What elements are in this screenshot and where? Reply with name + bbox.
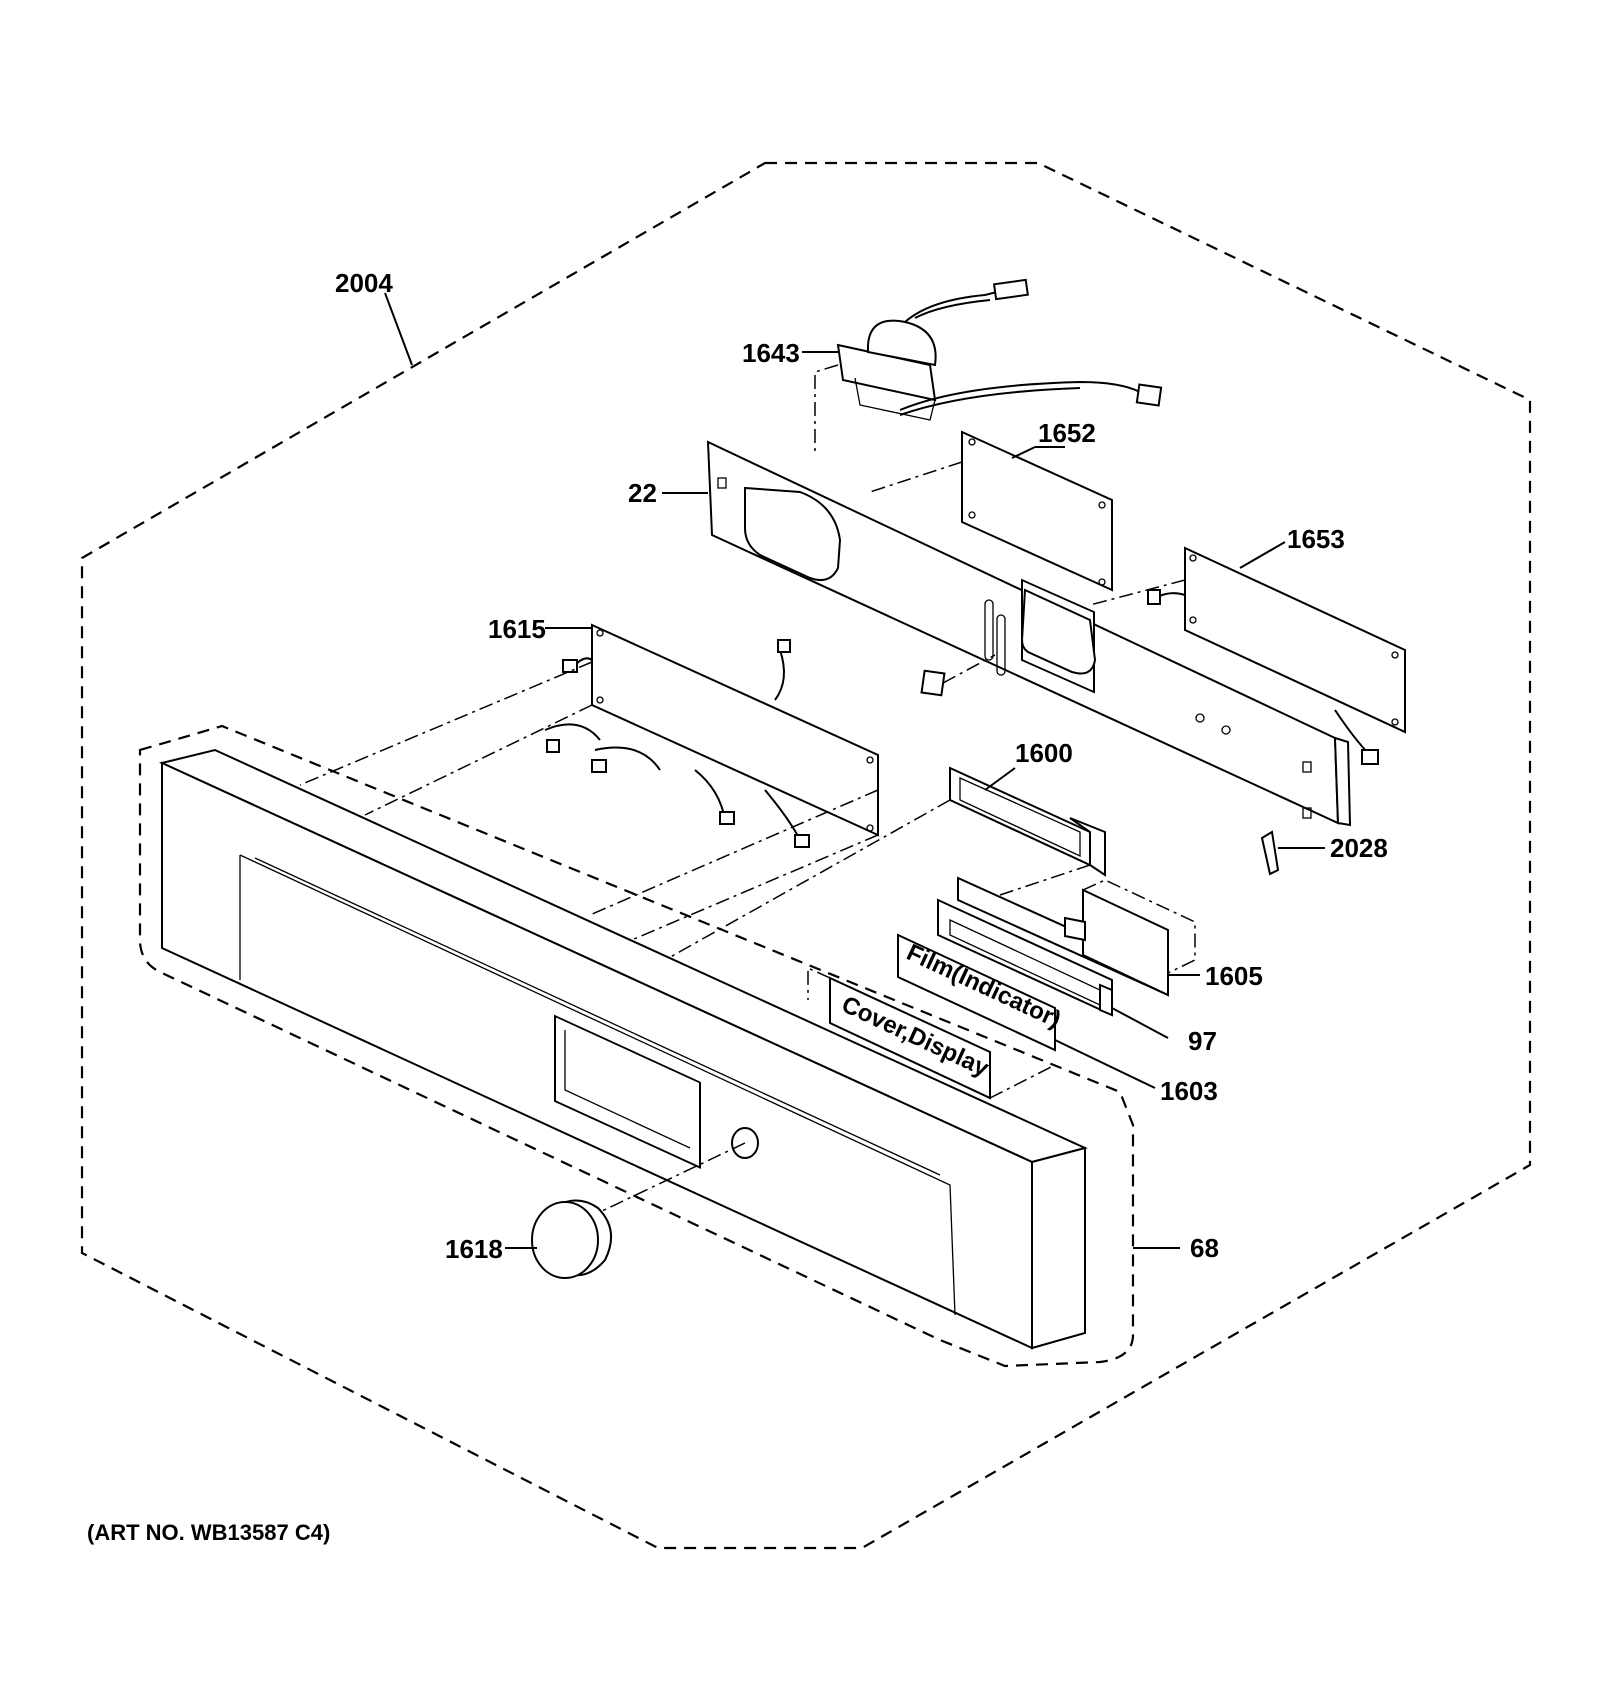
button-frame-97 [937,898,1113,1017]
callouts: 2004 1643 1652 22 1653 1615 1600 2028 16… [335,268,1388,1264]
callout-1652: 1652 [1038,418,1096,448]
callout-97: 97 [1188,1026,1217,1056]
knob-1618 [531,1199,613,1279]
assembly-boundary-2004 [80,161,1532,1550]
board-1615 [299,623,879,946]
callout-1600: 1600 [1015,738,1073,768]
bracket-22 [706,440,1352,827]
callout-1615: 1615 [488,614,546,644]
callout-1643: 1643 [742,338,800,368]
board-1652 [869,430,1113,592]
callout-22: 22 [628,478,657,508]
callout-1603: 1603 [1160,1076,1218,1106]
board-1605 [957,876,1196,997]
board-1653 [1089,546,1406,765]
display-1600 [664,766,1106,961]
callout-2028: 2028 [1330,833,1388,863]
assembly-boundary-68 [138,724,1135,1368]
art-number: (ART NO. WB13587 C4) [87,1520,330,1545]
leader-lines [384,292,1325,1249]
control-panel-68 [158,748,1088,1350]
callout-2004: 2004 [335,268,393,298]
clip-2028 [1260,830,1280,876]
callout-1653: 1653 [1287,524,1345,554]
callout-68: 68 [1190,1233,1219,1263]
callout-1605: 1605 [1205,961,1263,991]
callout-1618: 1618 [445,1234,503,1264]
transformer-1643 [814,278,1163,455]
